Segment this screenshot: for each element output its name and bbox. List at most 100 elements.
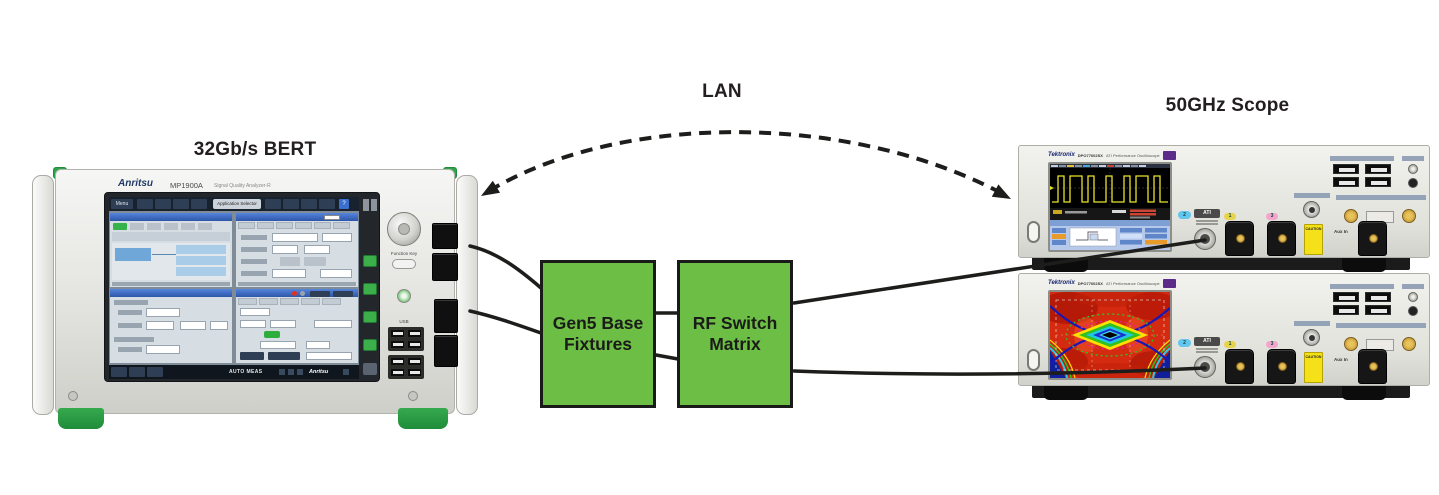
lan-arrowhead-left — [481, 180, 501, 196]
channel-3-marker: 3 — [1266, 213, 1278, 220]
statusbar-anritsu-logo: Anritsu — [309, 368, 329, 375]
aux-in-label: Aux In — [1334, 357, 1348, 362]
channel-1-marker: 1 — [1224, 341, 1236, 348]
tab — [295, 222, 312, 229]
switch-box-line1: RF Switch — [692, 313, 778, 333]
status-icon — [279, 369, 285, 375]
tab — [301, 298, 320, 305]
scope-usb-section — [1330, 156, 1394, 189]
ati-fineprint — [1196, 220, 1218, 222]
waveform-display — [1050, 164, 1170, 250]
channel-3-adapter-module — [1267, 349, 1296, 384]
status-icon — [288, 369, 294, 375]
clock-block-diagram — [112, 243, 230, 280]
bert-toolbar: Menu Application Selector ? — [109, 197, 359, 211]
scope-brand-strip: Tektronix DPO77002SX ATI Performance Osc… — [1048, 278, 1194, 288]
rf-connector-module — [432, 223, 458, 249]
interval-dropdown — [306, 341, 330, 349]
eye-diagram-heatmap — [1050, 292, 1170, 378]
scope-caption: 50GHz Scope — [1165, 95, 1290, 116]
bert-left-handle — [32, 175, 54, 415]
toolbar-icon-button — [155, 199, 171, 209]
fixtures-box-line1: Gen5 Base — [552, 313, 644, 333]
calculation-dropdown — [260, 341, 296, 349]
bandwidth-badge — [1162, 150, 1176, 160]
function-key-label: Function Key — [390, 251, 418, 256]
band-dropdown — [210, 321, 228, 330]
bezel-button — [371, 199, 377, 211]
front-screw — [408, 391, 418, 401]
error-detector-panel — [236, 289, 358, 363]
usb-port-block — [388, 355, 424, 379]
toolbar-icon-button — [191, 199, 207, 209]
bert-to-fixtures-cable-1 — [468, 244, 543, 290]
knob-center — [398, 223, 410, 235]
stop-button — [333, 290, 353, 297]
time-field — [314, 320, 352, 328]
bezel-button — [363, 199, 369, 211]
ati-input-label: ATI — [1194, 209, 1220, 218]
scope-model: DPO77002SX — [1077, 280, 1103, 286]
subrate-clock-block — [176, 267, 226, 276]
ati-input-label: ATI — [1194, 337, 1220, 346]
scope-model: DPO77002SX — [1077, 152, 1103, 158]
amplitude-field — [146, 321, 174, 330]
tektronix-logo: Tektronix — [1048, 280, 1075, 286]
scope-ground-jacks — [1402, 284, 1424, 318]
bezel-green-button — [363, 339, 377, 351]
panel-title-bar — [236, 213, 358, 221]
amplitude-field — [272, 269, 306, 278]
differential-fast-edge-section — [1336, 323, 1426, 363]
ati-fineprint — [1196, 348, 1218, 350]
rf-connector-module — [434, 335, 458, 367]
section-label — [114, 300, 148, 305]
scrollbar — [112, 282, 230, 286]
oscilloscope-bottom: Tektronix DPO77002SX ATI Performance Osc… — [1018, 273, 1430, 386]
channel-1-adapter-module — [1225, 349, 1254, 384]
help-button: ? — [339, 199, 349, 209]
scrollbar — [238, 282, 356, 286]
channel-1-adapter-module — [1225, 221, 1254, 256]
auto-meas-status: AUTO MEAS — [229, 369, 263, 375]
lan-caption: LAN — [702, 81, 742, 102]
channel-1-marker: 1 — [1224, 213, 1236, 220]
toggle — [130, 223, 144, 230]
rf-connector-module — [434, 299, 458, 333]
unit-dropdown — [270, 320, 296, 328]
bottom-scope-base — [1032, 382, 1410, 398]
bert-instrument: Anritsu MP1900A Signal Quality Analyzer-… — [30, 165, 480, 435]
tab — [276, 222, 293, 229]
on-toggle — [113, 223, 127, 230]
off-button — [280, 257, 300, 266]
status-icon — [343, 369, 349, 375]
field-label — [241, 247, 267, 252]
status-icon — [297, 369, 303, 375]
frequency-field — [180, 321, 206, 330]
bezel-green-button — [363, 283, 377, 295]
rf-switch-matrix-box: RF Switch Matrix — [677, 260, 793, 408]
bert-model: MP1900A — [170, 181, 203, 190]
scope-foot — [1044, 386, 1088, 400]
value-field — [322, 233, 352, 242]
switch-box-line2: Matrix — [709, 334, 761, 354]
toolbar-icon-button — [301, 199, 317, 209]
statusbar-button — [129, 367, 145, 377]
bert-right-handle — [456, 175, 478, 415]
lan-arrowhead-right — [991, 184, 1011, 199]
field-label — [118, 310, 142, 315]
field-label — [241, 235, 267, 240]
bert-foot — [398, 408, 448, 429]
bert-foot — [58, 408, 104, 429]
gating-dropdown — [240, 308, 270, 316]
zoom-button — [240, 352, 264, 360]
tab — [280, 298, 299, 305]
timestamp-field — [306, 352, 352, 360]
ppg-panel — [110, 213, 232, 287]
scope-ground-jacks — [1402, 156, 1424, 190]
bert-subtitle: Signal Quality Analyzer-R — [214, 183, 271, 189]
channel-3-marker: 3 — [1266, 341, 1278, 348]
scope-brand-strip: Tektronix DPO77002SX ATI Performance Osc… — [1048, 150, 1194, 160]
noise-generator-panel — [110, 289, 232, 363]
toolbar-icon-button — [283, 199, 299, 209]
